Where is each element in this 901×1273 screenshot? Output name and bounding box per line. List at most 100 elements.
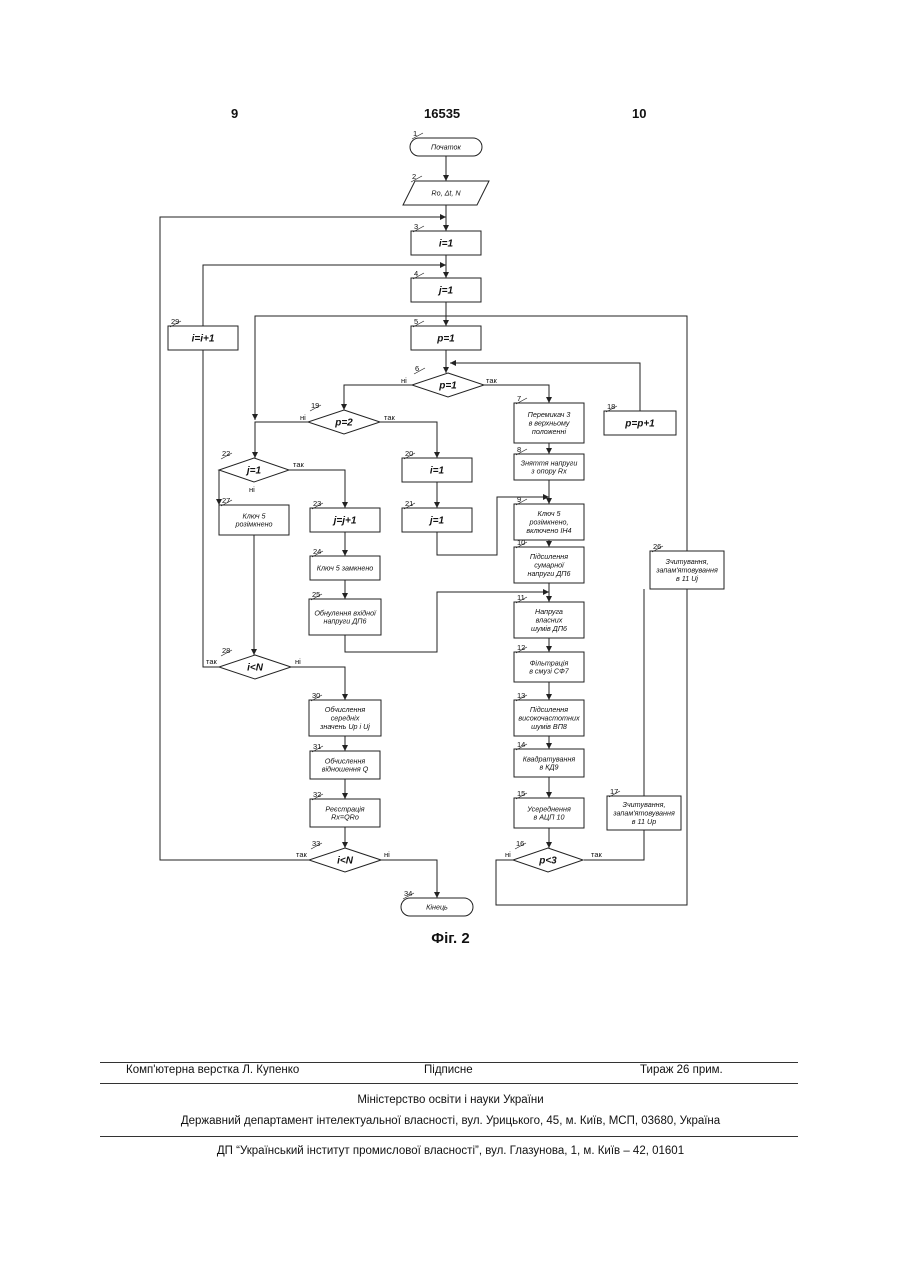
node-text-19: p=2 — [334, 418, 353, 429]
arrowhead — [434, 892, 440, 898]
node-text-28: i<N — [247, 663, 264, 674]
node-text-5: p=1 — [436, 334, 455, 345]
step-number-24: 24 — [313, 547, 321, 556]
node-text-8: з опору Rx — [530, 467, 567, 476]
step-number-10: 10 — [517, 538, 525, 547]
footer-rule-top — [100, 1062, 798, 1063]
arrowhead — [342, 694, 348, 700]
arrowhead — [342, 593, 348, 599]
node-text-3: i=1 — [439, 239, 454, 250]
arrowhead — [443, 272, 449, 278]
step-number-33: 33 — [312, 839, 320, 848]
node-text-10: напруги ДП6 — [528, 569, 571, 578]
node-text-9: включено ІН4 — [526, 526, 571, 535]
arrowhead — [443, 225, 449, 231]
branch-label: ні — [295, 657, 301, 666]
step-number-28: 28 — [222, 646, 230, 655]
footer-circulation: Тираж 26 прим. — [640, 1064, 723, 1076]
node-text-30: значень Up і Uj — [319, 722, 370, 731]
step-number-22: 22 — [222, 449, 230, 458]
arrowhead — [440, 262, 446, 268]
branch-label: ні — [249, 485, 255, 494]
step-number-34: 34 — [404, 889, 412, 898]
arrowhead — [342, 793, 348, 799]
footer-typesetting: Комп'ютерна верстка Л. Купенко — [126, 1064, 299, 1076]
step-number-25: 25 — [312, 590, 320, 599]
arrowhead — [342, 842, 348, 848]
step-number-17: 17 — [610, 787, 618, 796]
footer-institute: ДП “Український інститут промислової вла… — [0, 1145, 901, 1157]
figure-caption: Фіг. 2 — [0, 930, 901, 947]
node-text-26: в 11 Uj — [676, 574, 698, 583]
node-text-15: в АЦП 10 — [534, 813, 565, 822]
flowchart: 1Початок2Ro, Δt, N3i=14j=15p=16p=17Перем… — [0, 0, 901, 925]
branch-label: ні — [300, 413, 306, 422]
arrowhead — [546, 694, 552, 700]
arrowhead — [342, 550, 348, 556]
arrowhead — [546, 448, 552, 454]
node-text-11: шумів ДП6 — [531, 624, 567, 633]
step-number-13: 13 — [517, 691, 525, 700]
arrowhead — [434, 502, 440, 508]
arrowhead — [546, 397, 552, 403]
arrowhead — [443, 367, 449, 373]
arrowhead — [342, 502, 348, 508]
arrowhead — [443, 175, 449, 181]
step-number-27: 27 — [222, 496, 230, 505]
branch-label: ні — [401, 376, 407, 385]
node-text-27: розімкнено — [234, 520, 272, 529]
footer-rule-middle — [100, 1083, 798, 1084]
footer-ministry: Міністерство освіти і науки України — [0, 1094, 901, 1106]
connector — [203, 265, 446, 326]
branch-label: так — [296, 850, 308, 859]
node-text-31: відношення Q — [322, 765, 369, 774]
node-text-17: в 11 Up — [632, 817, 656, 826]
step-number-20: 20 — [405, 449, 413, 458]
connector — [344, 385, 412, 410]
node-text-24: Ключ 5 замкнено — [317, 564, 374, 573]
node-text-29: i=i+1 — [192, 334, 215, 345]
node-text-16: p<3 — [538, 856, 557, 867]
arrowhead — [450, 360, 456, 366]
step-number-23: 23 — [313, 499, 321, 508]
node-text-21: j=1 — [428, 516, 445, 527]
arrowhead — [546, 498, 552, 504]
node-text-4: j=1 — [437, 286, 454, 297]
node-text-34: Кінець — [426, 903, 448, 912]
step-number-16: 16 — [516, 839, 524, 848]
node-text-13: шумів ВП8 — [531, 722, 567, 731]
node-text-2: Ro, Δt, N — [431, 189, 461, 198]
node-text-6: p=1 — [438, 381, 457, 392]
arrowhead — [546, 596, 552, 602]
arrowhead — [546, 792, 552, 798]
branch-label: так — [206, 657, 218, 666]
branch-label: так — [591, 850, 603, 859]
node-text-1: Початок — [431, 143, 462, 152]
step-number-32: 32 — [313, 790, 321, 799]
step-number-26: 26 — [653, 542, 661, 551]
footer-department: Державний департамент інтелектуальної вл… — [0, 1115, 901, 1127]
step-number-29: 29 — [171, 317, 179, 326]
step-number-30: 30 — [312, 691, 320, 700]
branch-label: так — [293, 460, 305, 469]
node-text-23: j=j+1 — [332, 516, 357, 527]
node-text-12: в смузі СФ7 — [529, 667, 570, 676]
arrowhead — [251, 649, 257, 655]
step-number-31: 31 — [313, 742, 321, 751]
node-text-7: положенні — [532, 427, 567, 436]
arrowhead — [546, 842, 552, 848]
arrowhead — [546, 743, 552, 749]
branch-label: так — [486, 376, 498, 385]
step-number-15: 15 — [517, 789, 525, 798]
arrowhead — [443, 320, 449, 326]
footer-rule-bottom — [100, 1136, 798, 1137]
branch-label: ні — [505, 850, 511, 859]
arrowhead — [252, 452, 258, 458]
step-number-21: 21 — [405, 499, 413, 508]
step-number-18: 18 — [607, 402, 615, 411]
arrowhead — [546, 541, 552, 547]
connector — [255, 422, 309, 458]
node-text-33: i<N — [337, 856, 354, 867]
arrowhead — [434, 452, 440, 458]
arrowhead — [342, 745, 348, 751]
